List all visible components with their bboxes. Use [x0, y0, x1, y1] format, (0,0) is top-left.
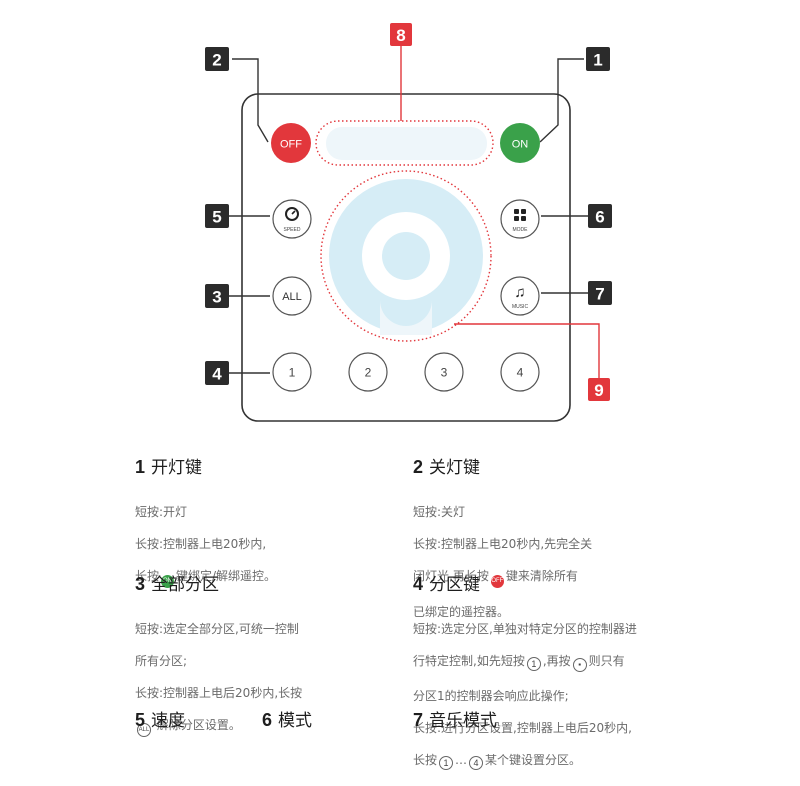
wheel-gap	[380, 300, 432, 335]
callout-5: 5	[205, 204, 229, 228]
svg-text:1: 1	[593, 51, 602, 70]
svg-text:5: 5	[212, 208, 221, 227]
callout-1: 1	[586, 47, 610, 71]
music-label: MUSIC	[512, 304, 529, 310]
svg-text:9: 9	[594, 381, 603, 400]
callout-7: 7	[588, 281, 612, 305]
mode-label: MODE	[513, 227, 529, 233]
callout-2: 2	[205, 47, 229, 71]
display-strip-outline	[315, 120, 494, 166]
off-button[interactable]: OFF	[271, 123, 311, 163]
svg-text:8: 8	[396, 26, 405, 45]
music-note-icon: ♫	[514, 284, 525, 301]
callout-8: 8	[390, 23, 412, 46]
on-button-icon: ON	[161, 575, 175, 588]
zone-4-icon: 4	[469, 756, 484, 770]
music-button[interactable]: ♫ MUSIC	[500, 276, 540, 316]
leader-lines	[229, 58, 588, 374]
zone-button-label: 3	[441, 366, 448, 380]
speed-icon	[285, 207, 299, 221]
on-button-label: ON	[512, 139, 529, 151]
svg-text:3: 3	[212, 288, 221, 307]
svg-text:7: 7	[595, 285, 604, 304]
remote-diagram: OFF ON SPEED MODE ALL	[205, 23, 612, 422]
speed-label: SPEED	[284, 227, 301, 233]
all-button-icon: ALL	[137, 723, 151, 737]
zone-1-icon: 1	[439, 756, 454, 770]
wheel-center-button[interactable]	[382, 232, 430, 280]
display-strip	[326, 127, 487, 160]
all-button[interactable]: ALL	[272, 276, 312, 316]
callout-6: 6	[588, 204, 612, 228]
on-button[interactable]: ON	[500, 123, 540, 163]
mode-button[interactable]: MODE	[500, 199, 540, 239]
callout-4: 4	[205, 361, 229, 385]
mode-icon	[514, 209, 526, 221]
svg-text:2: 2	[212, 51, 221, 70]
speed-button[interactable]: SPEED	[272, 199, 312, 239]
svg-text:6: 6	[595, 208, 604, 227]
zone-button-label: 4	[517, 366, 524, 380]
svg-text:4: 4	[212, 365, 222, 384]
mode-grid-icon: ▪	[572, 658, 587, 672]
zone-button-label: 1	[289, 366, 296, 380]
zone-button-label: 2	[365, 366, 372, 380]
color-wheel[interactable]	[329, 179, 483, 335]
red-leader-lines	[400, 46, 600, 378]
off-button-label: OFF	[280, 139, 302, 151]
zone-button-3[interactable]: 3	[424, 352, 464, 392]
zone-button-4[interactable]: 4	[500, 352, 540, 392]
zone-1-icon: 1	[526, 657, 541, 671]
wheel-outline	[320, 170, 492, 342]
off-button-icon: OFF	[490, 575, 504, 588]
zone-button-2[interactable]: 2	[348, 352, 388, 392]
section-body: 短按:选定全部分区,可统一控制 所有分区; 长按:控制器上电后20秒内,长按 A…	[135, 605, 395, 753]
callout-3: 3	[205, 284, 229, 308]
callout-9: 9	[588, 378, 610, 401]
zone-button-1[interactable]: 1	[272, 352, 312, 392]
all-label: ALL	[282, 291, 302, 303]
